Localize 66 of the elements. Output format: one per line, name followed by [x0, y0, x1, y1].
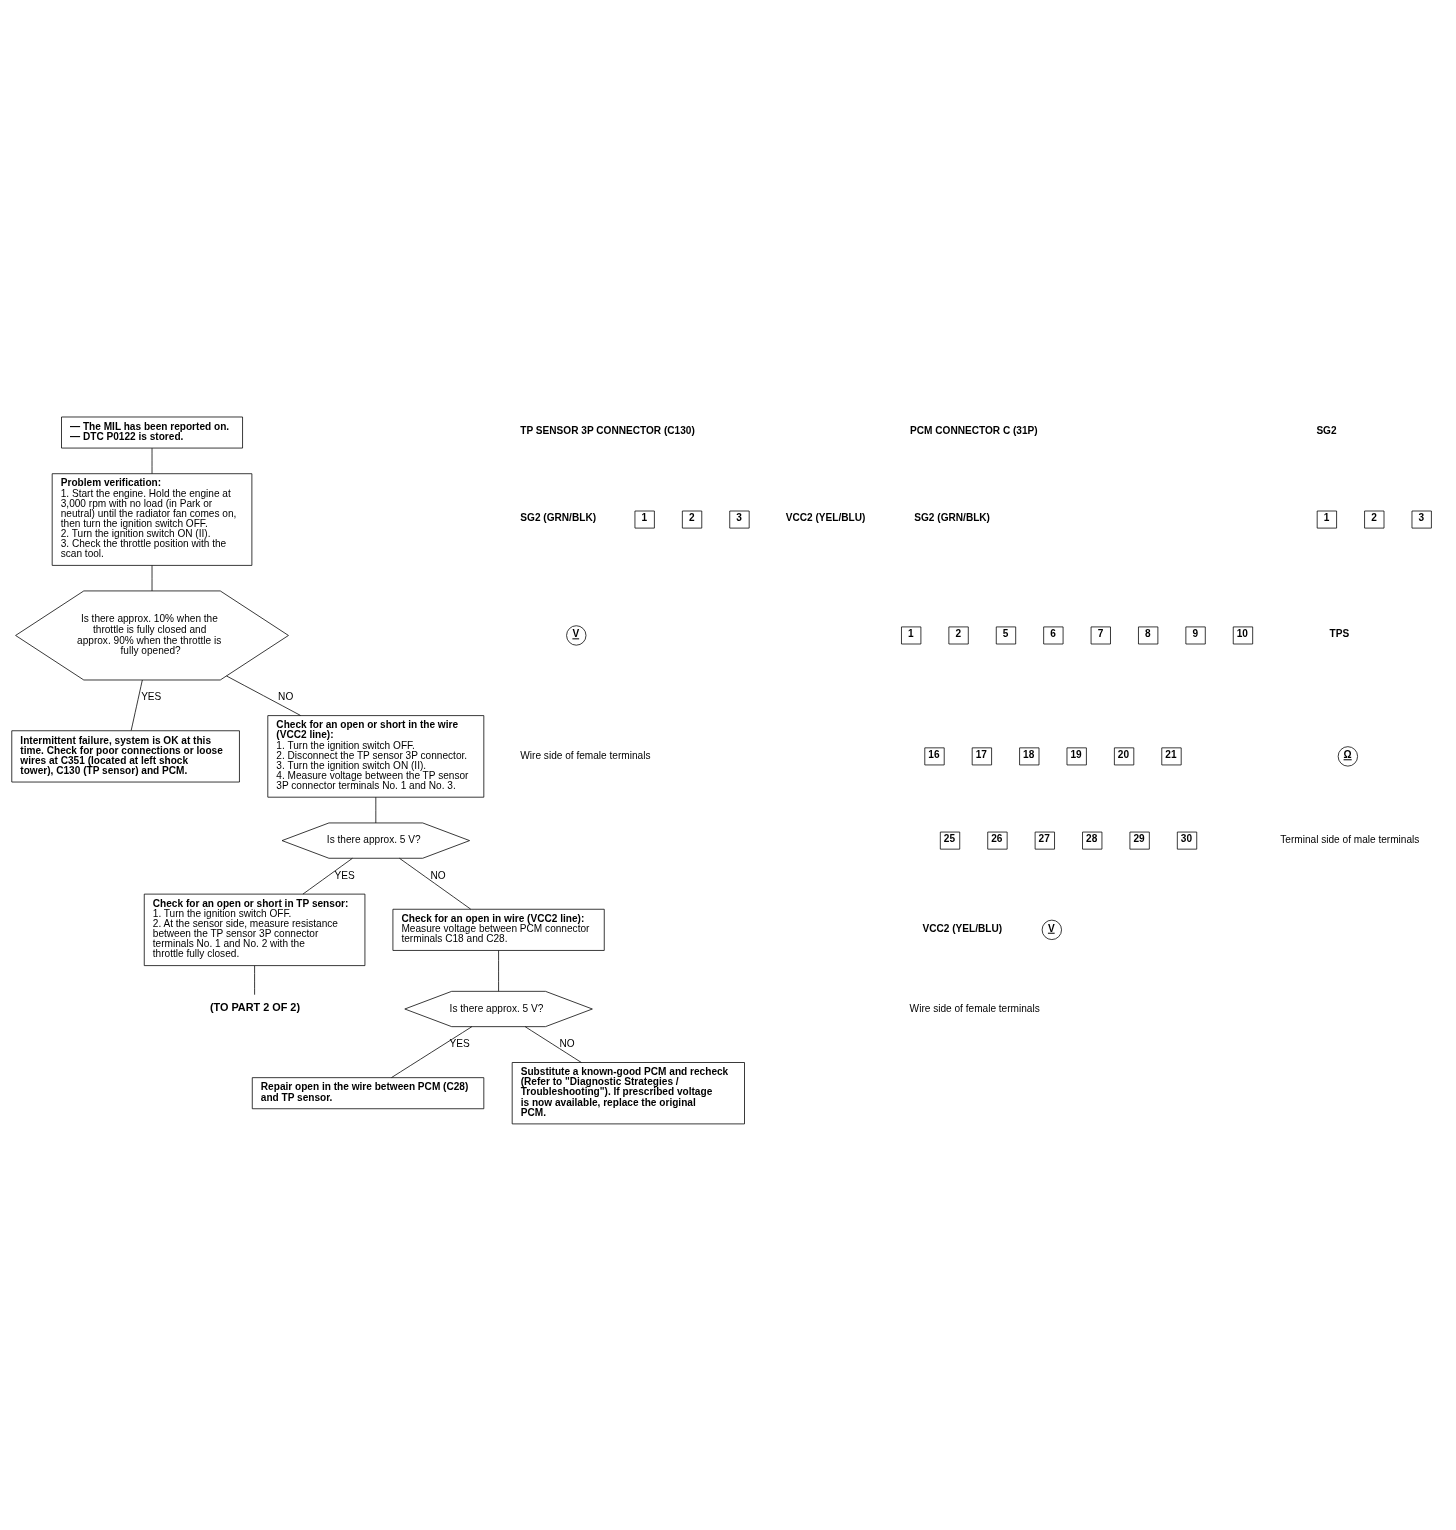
label: 25	[943, 833, 956, 845]
connector	[254, 965, 255, 996]
label: 10	[1236, 628, 1248, 640]
label: 9	[1192, 628, 1199, 640]
label: Ω	[1343, 749, 1352, 761]
edge-label: YES	[449, 1038, 470, 1050]
label: 30	[1180, 833, 1193, 845]
label: 1	[1323, 512, 1330, 524]
connector	[375, 796, 377, 824]
edge-label: YES	[141, 691, 162, 703]
node-box: Repair open in the wire between PCM (C28) and TP sensor.	[251, 1077, 485, 1110]
label: 1	[908, 628, 914, 640]
label: 3	[736, 512, 742, 524]
label: 27	[1038, 833, 1050, 845]
connector	[130, 679, 143, 731]
node-box: Problem verification: 1. Start the engine. Hold the engine at 3,000 rpm with no load (in Park or neutral) until the radiator fan comes on, then turn the ignition switch OFF. 2. Turn the ignition switch ON (II). 3. Check the throttle position with the scan tool.	[51, 473, 253, 566]
label: PCM CONNECTOR C (31P)	[910, 425, 1038, 437]
node-box: Check for an open in wire (VCC2 line): Measure voltage between PCM connector terminals C18 and C28.	[392, 908, 605, 951]
connector	[399, 857, 472, 910]
label: Wire side of female terminals	[520, 750, 651, 762]
edge-label: NO	[278, 691, 294, 703]
label: 3	[1418, 512, 1425, 524]
label: 2	[955, 628, 962, 640]
label: 19	[1070, 749, 1082, 761]
node-text: (TO PART 2 OF 2)	[209, 1001, 301, 1014]
label: VCC2 (YEL/BLU)	[922, 922, 1003, 934]
label: 16	[928, 749, 940, 761]
label: 26	[991, 833, 1003, 845]
label: 21	[1165, 749, 1177, 761]
connector	[151, 565, 153, 592]
label: V	[572, 628, 580, 640]
label: SG2	[1316, 425, 1337, 437]
label: 1	[641, 512, 648, 524]
label: 5	[1002, 628, 1009, 640]
label: TPS	[1329, 628, 1350, 640]
label: TP SENSOR 3P CONNECTOR (C130)	[520, 425, 695, 437]
edge-label: NO	[559, 1038, 575, 1050]
label: 29	[1133, 833, 1145, 845]
label: SG2 (GRN/BLK)	[520, 512, 597, 524]
label: 8	[1145, 628, 1151, 640]
node-box: Check for an open or short in TP sensor: 1. Turn the ignition switch OFF. 2. At the sensor side, measure resistance between the TP sensor 3P connector terminals No. 1 and No. 2 with the throttle fully closed.	[143, 893, 366, 966]
label: Wire side of female terminals	[909, 1002, 1040, 1014]
connector	[524, 1026, 582, 1063]
label: 2	[1371, 512, 1377, 524]
label: VCC2 (YEL/BLU)	[785, 512, 866, 524]
connector	[498, 950, 499, 992]
connector	[391, 1026, 473, 1078]
node-box: Check for an open or short in the wire (VCC2 line): 1. Turn the ignition switch OFF. 2. Disconnect the TP sensor 3P connector. 3. Turn the ignition switch ON (II). 4. Measure voltage between the TP sensor 3P connector terminals No. 1 and No. 3.	[267, 715, 485, 798]
label: 18	[1023, 749, 1035, 761]
label: 6	[1050, 628, 1056, 640]
connector	[151, 447, 153, 474]
edge-label: NO	[430, 869, 446, 881]
connector	[226, 675, 301, 716]
label: 17	[975, 749, 987, 761]
label: V	[1047, 922, 1055, 934]
label: Terminal side of male terminals	[1280, 834, 1420, 846]
connector	[302, 857, 353, 895]
label: 7	[1097, 628, 1104, 640]
node-box: — The MIL has been reported on. — DTC P0122 is stored.	[61, 416, 243, 449]
label: 28	[1086, 833, 1098, 845]
label: 2	[688, 512, 695, 524]
label: SG2 (GRN/BLK)	[914, 512, 990, 524]
node-box: Substitute a known-good PCM and recheck (Refer to "Diagnostic Strategies / Troubleshooting"). If prescribed voltage is now available, replace the original PCM.	[511, 1062, 745, 1125]
edge-label: YES	[334, 869, 355, 881]
label: 20	[1117, 749, 1130, 761]
node-box: Intermittent failure, system is OK at this time. Check for poor connections or loose wires at C351 (located at left shock tower), C130 (TP sensor) and PCM.	[11, 730, 240, 783]
